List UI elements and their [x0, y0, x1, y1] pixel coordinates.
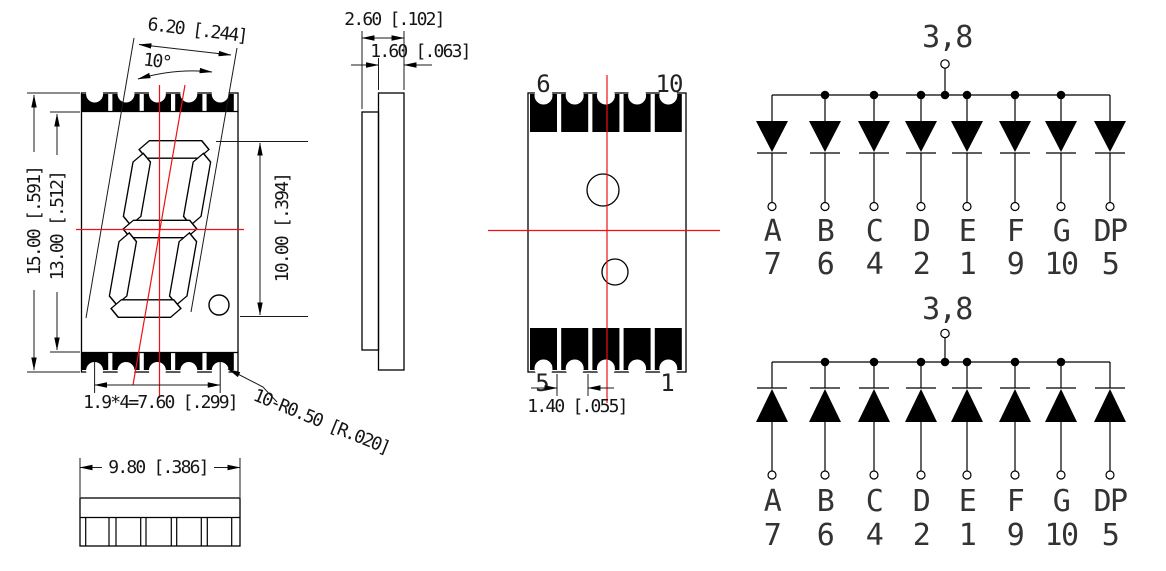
front-bottom-pads [81, 353, 234, 379]
dim-width-top: 6.20 [.244] [146, 14, 247, 47]
front-centerline-tilted [132, 84, 186, 386]
pin-number: 2 [913, 518, 930, 553]
segment-label: E [959, 484, 976, 519]
decimal-point [208, 294, 230, 316]
segment-label: DP [1093, 214, 1127, 249]
segment-label: DP [1093, 484, 1127, 519]
note-pad-radius: 10-R0.50 [R.020] [250, 385, 392, 459]
segment-label: F [1007, 214, 1024, 249]
pin-number: 4 [866, 518, 883, 553]
circuit-common-anode: 3,8 A 7 B 6 C 4 D 2 E 1 [756, 20, 1128, 282]
side-view: 2.60 [.102] 1.60 [.063] [344, 9, 472, 371]
diode-column-f: F 9 [999, 90, 1031, 282]
pin-number: 10 [1044, 247, 1078, 282]
pin-label-bottom-left: 5 [535, 369, 548, 397]
circuit-common-cathode: 3,8 A 7 B 6 C 4 D 2 E 1 [756, 292, 1128, 553]
pin-number: 4 [866, 247, 883, 282]
common-terminal [940, 328, 950, 339]
tilt-extension-right [190, 47, 238, 313]
segment-e [108, 231, 138, 306]
dim-height-outer: 15.00 [.591] [24, 167, 45, 275]
pin-number: 7 [764, 518, 781, 553]
diode-column-e: E 1 [951, 90, 983, 282]
diode-column-d: D 2 [905, 357, 937, 553]
diode-column-b: B 6 [809, 90, 841, 282]
dim-body-thickness: 1.60 [.063] [370, 41, 469, 62]
pin-number: 9 [1007, 247, 1024, 282]
alignment-hole-large [586, 173, 620, 207]
pin-number: 1 [959, 247, 976, 282]
bottom-pad-divisions [85, 517, 233, 546]
dim-height-inner: 13.00 [.512] [47, 172, 68, 280]
common-pin-label: 3,8 [922, 292, 972, 327]
segment-label: C [866, 484, 883, 519]
tilt-extension-left [85, 37, 135, 319]
segment-label: G [1053, 214, 1070, 249]
pin-number: 7 [764, 247, 781, 282]
segment-label: D [913, 214, 930, 249]
diode-column-b: B 6 [809, 357, 841, 553]
back-top-pads [530, 86, 682, 132]
dim-bottom-width: 9.80 [.386] [108, 457, 207, 478]
segment-label: A [764, 484, 782, 519]
segment-label: D [913, 484, 930, 519]
pin-number: 6 [817, 518, 834, 553]
front-view: 6.20 [.244] 10° 15.00 [.591] 13.00 [.512… [24, 14, 392, 459]
alignment-hole-small [601, 258, 629, 286]
common-pin-label: 3,8 [922, 20, 972, 55]
front-top-pads [81, 85, 234, 111]
common-terminal [940, 59, 950, 69]
segment-label: B [817, 484, 834, 519]
diode-column-dp: DP 5 [1093, 95, 1128, 282]
diode-column-c: C 4 [858, 357, 890, 553]
pin-label-top-right: 10 [656, 70, 683, 98]
pin-number: 5 [1102, 518, 1119, 553]
dim-digit-height: 10.00 [.394] [272, 174, 293, 282]
diode-column-e: E 1 [951, 357, 983, 553]
pin-number: 5 [1102, 247, 1119, 282]
segment-label: E [959, 214, 976, 249]
segment-label: F [1007, 484, 1024, 519]
back-view: 6 10 5 1 1.40 [.055] [488, 70, 720, 417]
segment-label: A [764, 214, 782, 249]
bottom-view: 9.80 [.386] [79, 457, 241, 547]
seven-segment-digit [108, 140, 212, 318]
side-pad-strip [361, 111, 380, 351]
dim-pad-pitch: 1.9*4=7.60 [.299] [83, 392, 237, 413]
bottom-body-outline [79, 497, 241, 547]
segment-f [122, 152, 152, 227]
dim-tilt-angle: 10° [142, 49, 171, 73]
pin-number: 10 [1044, 518, 1078, 553]
pin-label-bottom-right: 1 [660, 369, 673, 397]
diode-column-c: C 4 [858, 90, 890, 282]
segment-c [168, 231, 198, 306]
pin-number: 2 [913, 247, 930, 282]
pin-number: 6 [817, 247, 834, 282]
dim-overall-thickness: 2.60 [.102] [344, 9, 443, 30]
diode-column-a: A 7 [756, 362, 788, 553]
diode-column-a: A 7 [756, 95, 788, 282]
back-bottom-pads [530, 328, 682, 378]
pin-label-top-left: 6 [536, 70, 549, 98]
segment-label: B [817, 214, 834, 249]
diode-column-g: G 10 [1044, 357, 1079, 553]
segment-label: C [866, 214, 883, 249]
side-body [377, 92, 405, 371]
pin-number: 1 [959, 518, 976, 553]
diode-column-g: G 10 [1044, 90, 1079, 282]
diode-column-f: F 9 [999, 357, 1031, 553]
segment-label: G [1053, 484, 1070, 519]
diode-column-d: D 2 [905, 90, 937, 282]
diode-column-dp: DP 5 [1093, 362, 1128, 553]
pin-number: 9 [1007, 518, 1024, 553]
dim-back-pad: 1.40 [.055] [527, 396, 626, 417]
